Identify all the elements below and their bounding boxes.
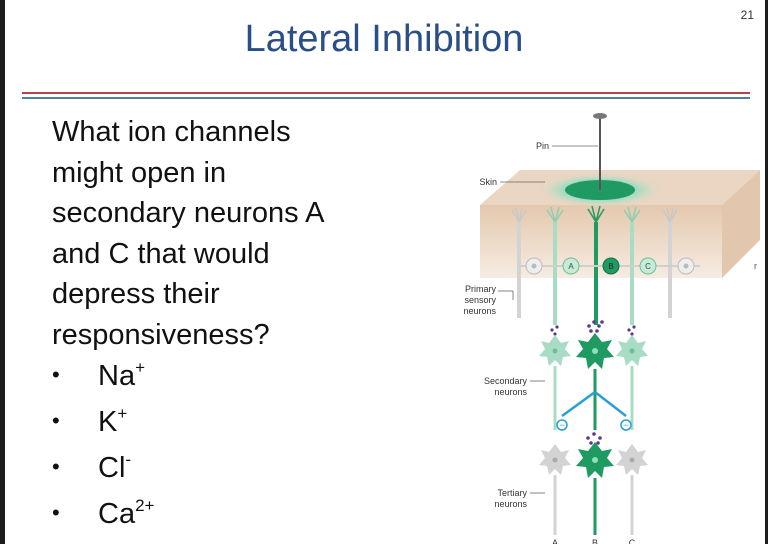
primary-cell-outer-left-nucleus — [531, 263, 537, 269]
option-label: Cl- — [98, 450, 132, 484]
primary-label-line1: Primary — [465, 284, 496, 294]
neuron-b-letter: B — [608, 262, 613, 271]
pin-head — [593, 113, 607, 119]
primary-cell-b — [602, 257, 620, 275]
question-line: and C that would — [52, 237, 270, 270]
bullet-icon: • — [52, 454, 60, 479]
inhibitory-synapse-c — [620, 419, 632, 431]
option-sodium: • Na+ — [52, 358, 154, 406]
option-calcium: • Ca2+ — [52, 496, 155, 544]
slide-title: Lateral Inhibition — [244, 18, 524, 60]
inhibitory-synapse-a — [556, 419, 568, 431]
receptor-tufts — [511, 205, 678, 223]
option-label: K+ — [98, 404, 128, 438]
tuft-b — [587, 205, 605, 223]
inhibit-symbol-c: − — [623, 420, 628, 430]
primary-label-line2: sensory — [464, 295, 496, 305]
question-text: What ion channels might open in secondar… — [52, 112, 432, 355]
tuft-c — [623, 206, 641, 223]
neurotransmitter-dots — [550, 320, 636, 445]
option-potassium: • K+ — [52, 404, 154, 452]
question-line: responsiveness? — [52, 318, 270, 351]
option-label: Ca2+ — [98, 496, 155, 530]
tuft-a — [546, 206, 564, 223]
bottom-letter-b: B — [592, 538, 598, 544]
tuft-outer-left — [511, 207, 527, 223]
inhibit-symbol-a: − — [559, 420, 564, 430]
question-line: secondary neurons A — [52, 197, 325, 229]
inhibitory-branch-right — [594, 391, 627, 417]
edge-mark: r — [754, 261, 757, 271]
primary-cell-c — [639, 257, 657, 275]
answer-options: • Na+ • K+ • Cl- • Ca2+ — [52, 358, 155, 544]
inhibitory-branch-left — [561, 390, 596, 418]
bottom-letter-c: C — [629, 538, 636, 544]
title-rule-blue — [22, 97, 750, 99]
neuron-c-letter: C — [645, 262, 651, 271]
left-border — [0, 0, 5, 544]
title-rule-red — [22, 92, 750, 94]
tertiary-label-line1: Tertiary — [497, 488, 527, 498]
bottom-letter-a: A — [552, 538, 558, 544]
primary-cell-a — [562, 257, 580, 275]
neuron-a-letter: A — [568, 262, 574, 271]
question-line: might open in — [52, 156, 227, 189]
tertiary-label-line2: neurons — [494, 499, 527, 509]
question-line: What ion channels — [52, 116, 291, 148]
right-border — [765, 0, 768, 544]
secondary-label-line1: Secondary — [484, 376, 528, 386]
question-line: depress their — [52, 278, 220, 310]
pin-label: Pin — [536, 141, 549, 151]
lateral-inhibition-diagram: Pin Skin Primary sensory neurons Seconda… — [463, 113, 760, 544]
bullet-icon: • — [52, 408, 60, 433]
slide-number: 21 — [740, 8, 754, 22]
option-label: Na+ — [98, 358, 146, 392]
secondary-label-line2: neurons — [494, 387, 527, 397]
skin-side — [722, 170, 760, 278]
bullet-icon: • — [52, 362, 60, 387]
tuft-outer-right — [662, 207, 678, 223]
option-chloride: • Cl- — [52, 450, 154, 498]
skin-label: Skin — [479, 177, 497, 187]
primary-cell-outer-right-nucleus — [683, 263, 689, 269]
primary-label-line3: neurons — [463, 306, 496, 316]
bullet-icon: • — [52, 500, 60, 525]
